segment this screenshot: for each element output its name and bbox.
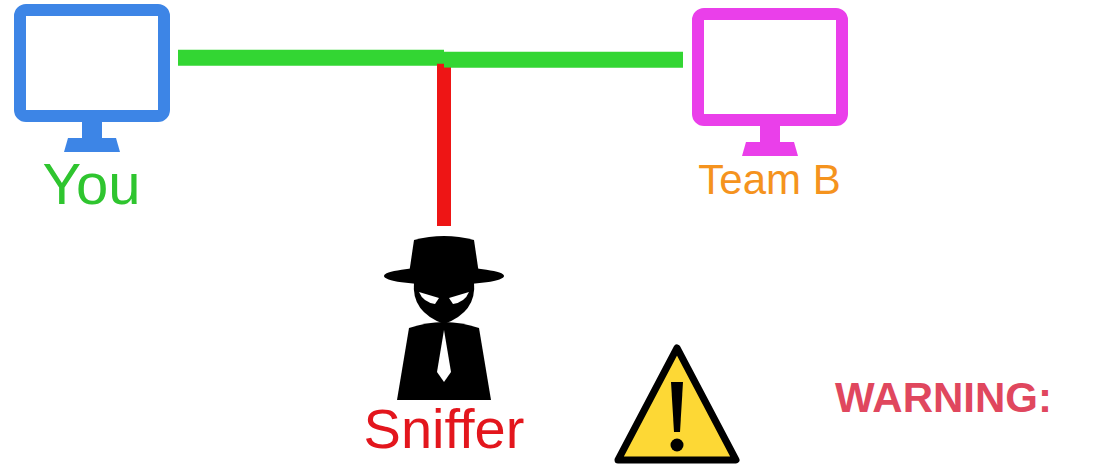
- network-link: [178, 57, 444, 226]
- network-link: [444, 61, 683, 226]
- wire-segment: [444, 54, 683, 68]
- monitor-icon: [690, 6, 850, 158]
- node-label: Sniffer: [350, 400, 538, 459]
- wire-segment: [437, 68, 451, 226]
- monitor-icon: [12, 2, 172, 154]
- sniffer-node: Sniffer: [350, 232, 538, 459]
- wire-segment: [178, 52, 683, 66]
- wire-segment: [178, 50, 444, 64]
- warning-triangle: [618, 348, 736, 460]
- computer-node: Team B: [683, 6, 856, 202]
- node-label: You: [5, 154, 178, 215]
- spy-icon: [369, 232, 519, 400]
- node-label: Team B: [683, 158, 856, 202]
- warning-label: WARNING:: [835, 374, 1052, 422]
- computer-node: You: [5, 2, 178, 215]
- wire-segment: [437, 64, 451, 226]
